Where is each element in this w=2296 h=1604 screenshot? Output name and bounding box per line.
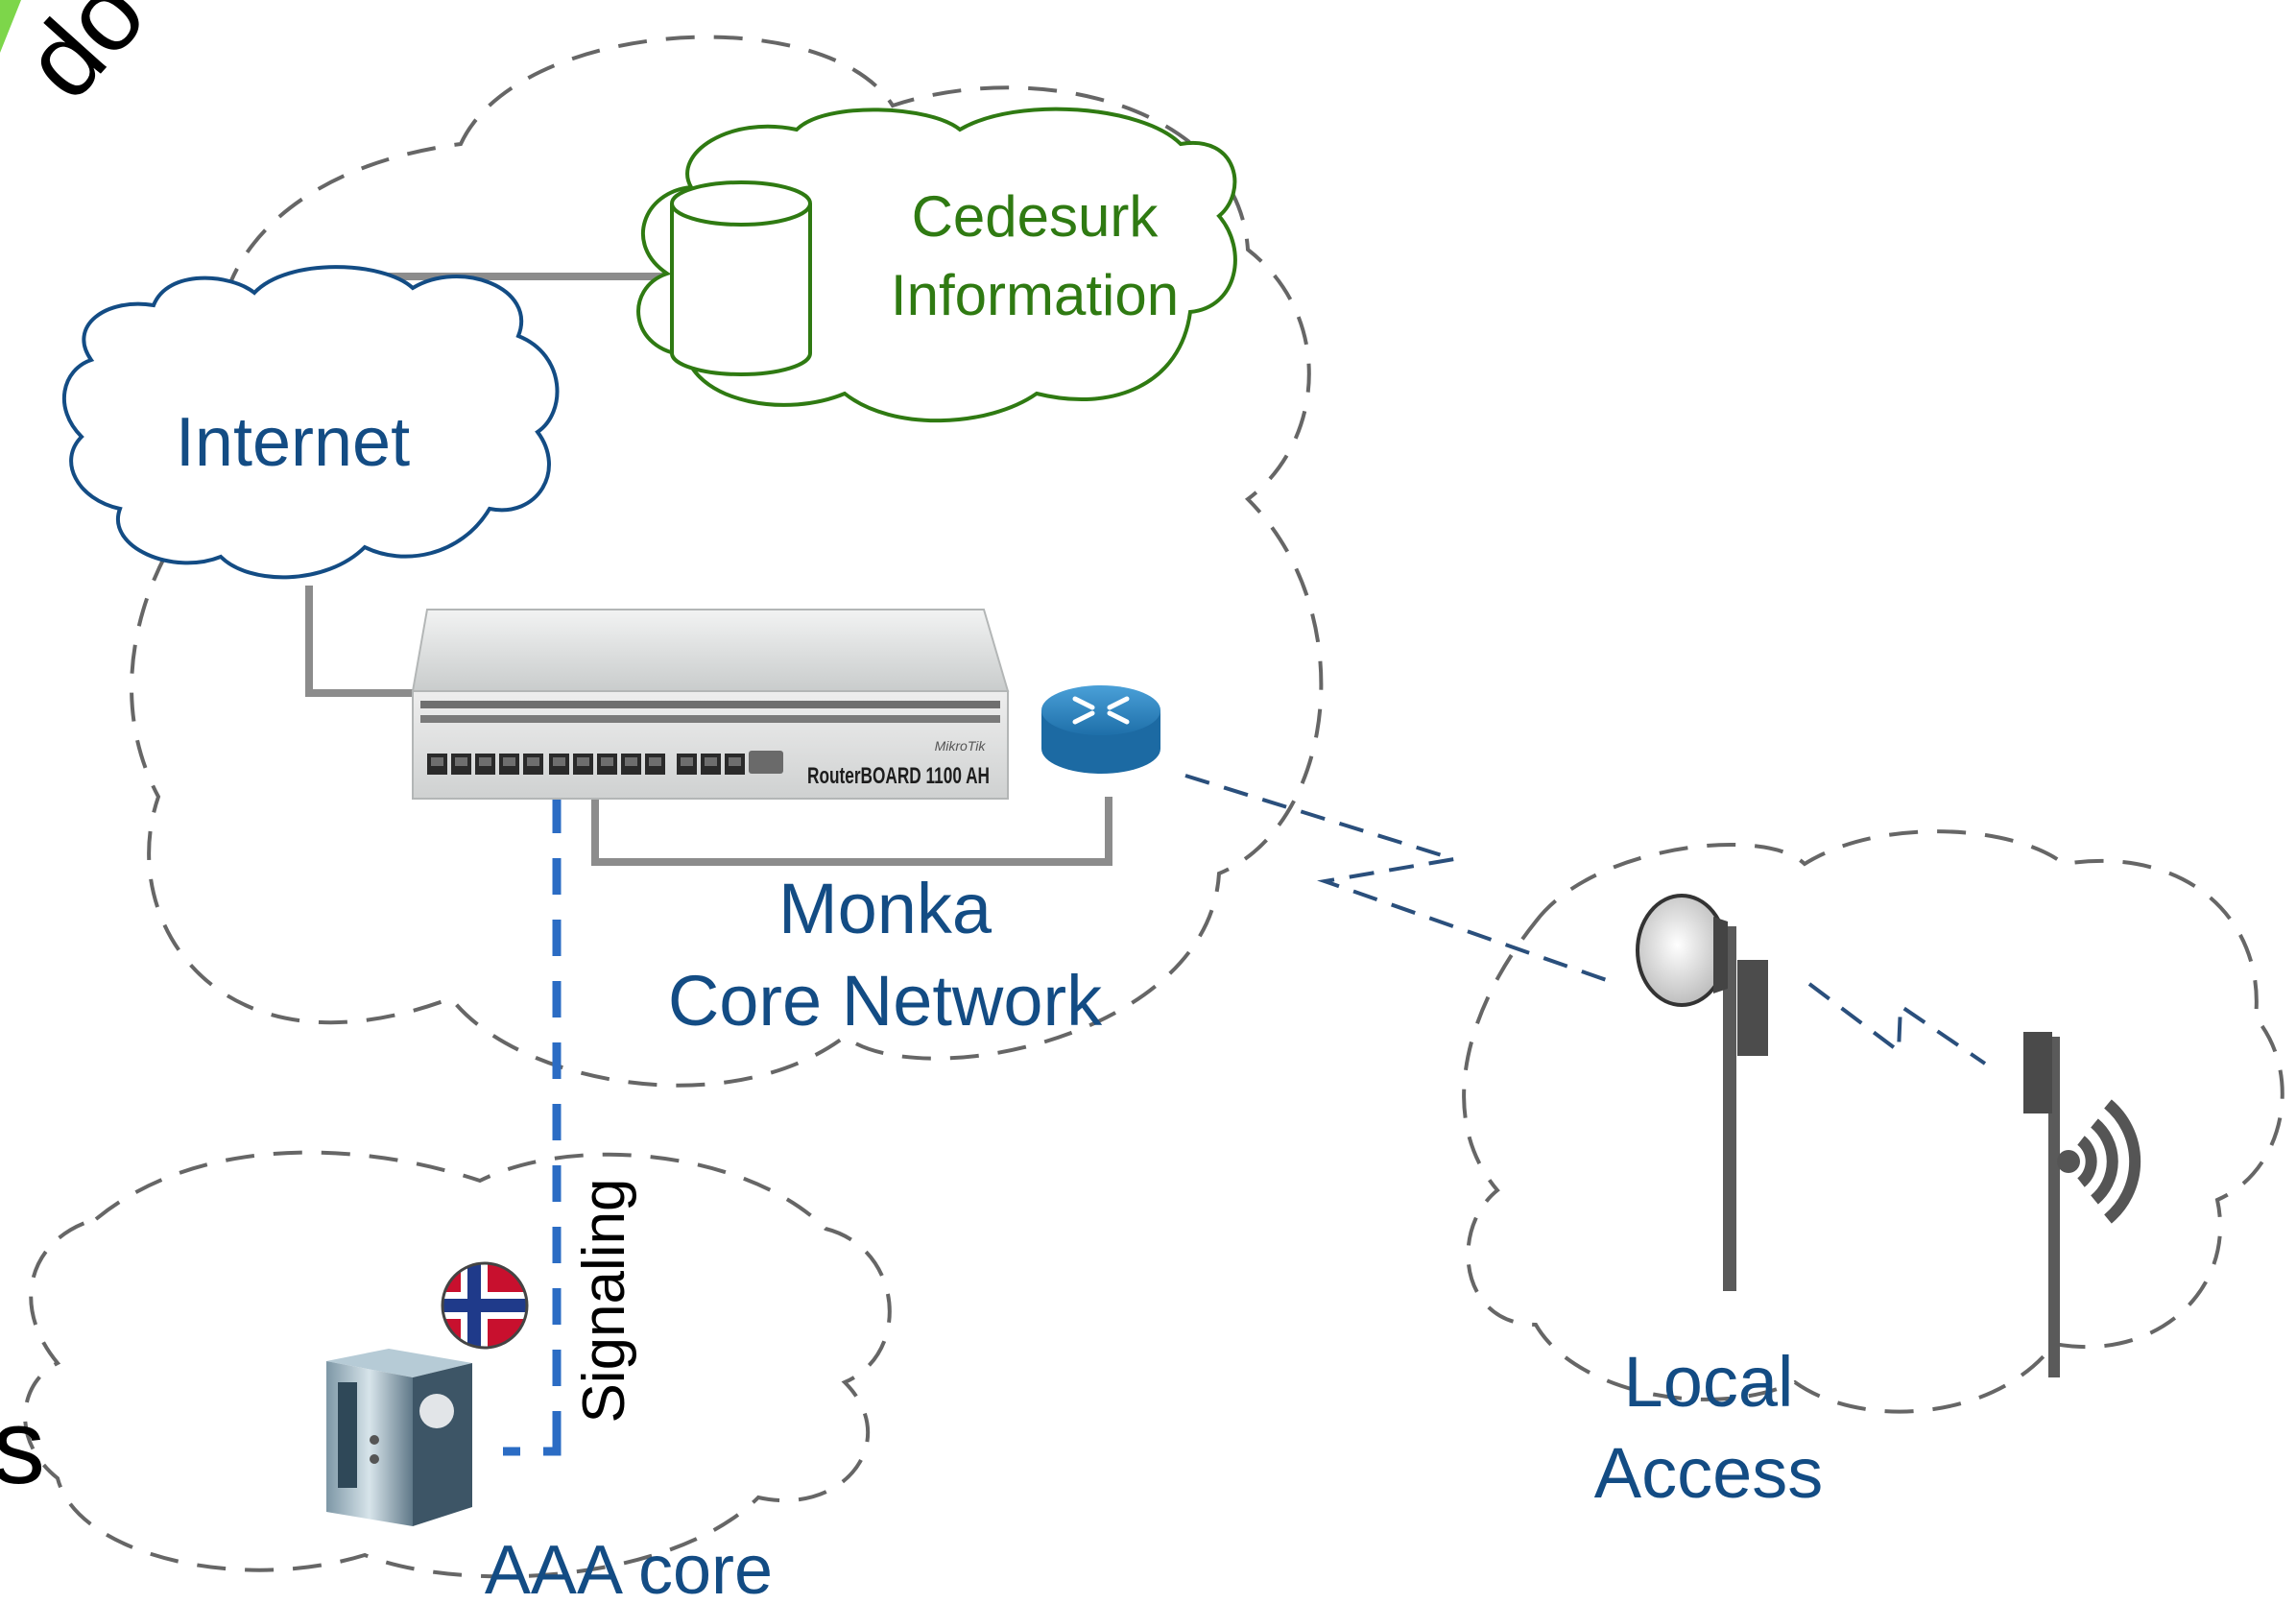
ethernet-port-socket [577, 757, 589, 766]
ethernet-port-socket [729, 757, 741, 766]
ethernet-port-socket [503, 757, 515, 766]
cisco-router-icon [1041, 685, 1160, 774]
aaa-core-label: AAA core [485, 1532, 773, 1604]
wireless-link-local [1807, 982, 1987, 1065]
wifi-antenna-icon [2023, 1032, 2141, 1377]
database-label-line2: Information [891, 263, 1179, 327]
norway-flag-icon [441, 1261, 529, 1350]
ethernet-port-socket [527, 757, 539, 766]
ethernet-port-socket [625, 757, 637, 766]
ethernet-port-socket [553, 757, 565, 766]
internet-router-link [305, 586, 413, 697]
dish-antenna-icon [1636, 894, 1768, 1291]
local-access-label-line2: Access [1594, 1433, 1824, 1513]
local-access-label-line1: Local [1624, 1342, 1794, 1422]
routerboard-router-link [591, 797, 1112, 866]
database-cylinder-icon [670, 180, 812, 376]
partial-left-text: s [0, 1388, 45, 1506]
signaling-to-server [485, 1447, 562, 1456]
wireless-link-core [1184, 774, 1618, 986]
routerboard-ports [427, 754, 745, 775]
corner-accent [0, 0, 21, 53]
internet-label: Internet [176, 404, 410, 481]
partial-top-text: do [1, 0, 167, 121]
ethernet-port-socket [455, 757, 467, 766]
routerboard-icon: MikroTik RouterBOARD 1100 AH [411, 609, 1010, 800]
ethernet-port-socket [601, 757, 613, 766]
ethernet-port-socket [479, 757, 491, 766]
core-network-cloud [130, 35, 1324, 1088]
signaling-label: Signaling [571, 1178, 637, 1423]
ethernet-port-socket [705, 757, 717, 766]
core-network-label-line1: Monka [778, 869, 993, 948]
routerboard-model: RouterBOARD 1100 AH [807, 763, 990, 789]
aaa-cloud [23, 1150, 892, 1579]
ethernet-port-socket [649, 757, 661, 766]
database-label-line1: Cedesurk [912, 184, 1160, 249]
ethernet-port-socket [431, 757, 443, 766]
server-tower-icon [326, 1349, 472, 1526]
local-access-cloud [1462, 829, 2284, 1414]
routerboard-brand: MikroTik [935, 738, 987, 754]
internet-cloud [62, 265, 560, 580]
core-network-label-line2: Core Network [668, 961, 1103, 1041]
ethernet-port-socket [681, 757, 693, 766]
